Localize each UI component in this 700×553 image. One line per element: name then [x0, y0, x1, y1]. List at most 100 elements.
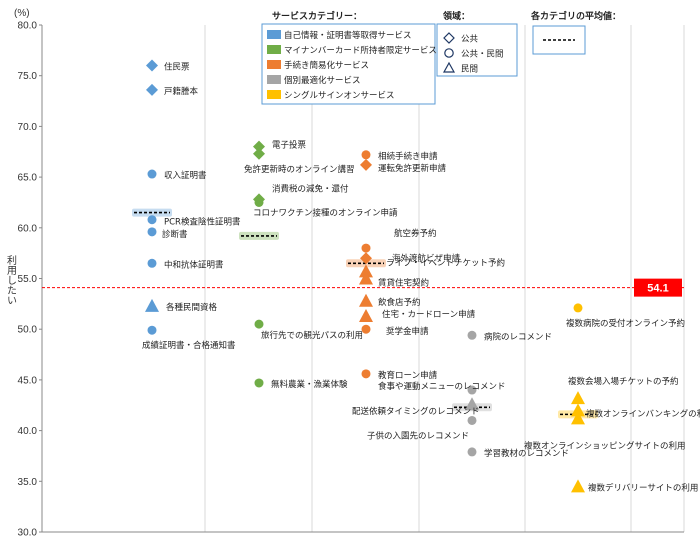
y-unit-label: (%): [14, 8, 30, 19]
category-legend-label: 自己情報・証明書等取得サービス: [284, 30, 412, 41]
data-point: [361, 324, 371, 334]
y-tick-label: 75.0: [18, 71, 38, 82]
data-point: [573, 303, 583, 313]
data-point: [361, 369, 371, 379]
data-point: [571, 403, 585, 417]
data-label: 奨学金申請: [386, 326, 429, 337]
category-legend-label: シングルサインオンサービス: [284, 90, 395, 101]
data-label: コロナワクチン接種のオンライン申請: [253, 207, 398, 218]
data-label: 住宅・カードローン申請: [382, 309, 476, 320]
y-tick-label: 30.0: [18, 528, 38, 539]
data-label: 複数デリバリーサイトの利用: [588, 482, 698, 493]
data-point: [147, 169, 157, 179]
data-point: [147, 325, 157, 335]
domain-legend-label: 公共・民間: [461, 50, 504, 60]
data-point: [254, 319, 264, 329]
data-label: 旅行先での観光パスの利用: [261, 330, 363, 341]
triangle-icon: [442, 61, 456, 73]
y-tick-label: 45.0: [18, 375, 38, 386]
gridlines: [41, 25, 685, 532]
axes: 30.0 35.0 40.0 45.0 50.0 55.0 60.0 65.0 70.0 75.0…: [18, 21, 684, 539]
category-legend-label: マイナンバーカード所持者限定サービス: [284, 45, 437, 56]
data-label: 複数病院の受付オンライン予約: [566, 318, 685, 329]
y-tick-label: 50.0: [18, 325, 38, 336]
data-point: [571, 391, 585, 405]
data-point: [361, 243, 371, 253]
domain-legend-label: 民間: [461, 65, 478, 75]
data-point: [467, 385, 477, 395]
data-label: 飲食店予約: [378, 297, 421, 308]
y-tick-label: 60.0: [18, 223, 38, 234]
y-tick-label: 40.0: [18, 426, 38, 437]
data-label: 食事や運動メニューのレコメンド: [378, 381, 506, 392]
data-label: PCR検査陰性証明書: [164, 217, 241, 228]
data-label: 配送依頼タイミングのレコメンド: [352, 406, 480, 417]
data-point: [146, 59, 158, 72]
data-label: 子供の入園先のレコメンド: [367, 430, 469, 441]
data-label: 中和抗体証明書: [164, 259, 224, 270]
diamond-icon: [443, 32, 455, 44]
y-axis-title: 利用したい: [5, 255, 17, 305]
y-tick-label: 55.0: [18, 274, 38, 285]
data-point: [254, 197, 264, 207]
category-legend-swatch: [267, 90, 281, 99]
data-point: [467, 415, 477, 425]
average-badge: [634, 278, 682, 297]
data-point: [465, 397, 479, 411]
domain-legend-box: [436, 23, 518, 77]
y-tick-label: 70.0: [18, 122, 38, 133]
data-label: 住民票: [164, 62, 190, 73]
data-label: 教育ローン申請: [378, 370, 438, 381]
overall-average-line: 54.1: [42, 278, 684, 297]
data-label: 複数オンラインショッピングサイトの利用: [524, 440, 686, 451]
data-label: ライブ・イベントチケット予約: [386, 257, 505, 268]
average-value-label: 54.1: [647, 283, 668, 295]
category-legend-swatch: [267, 45, 281, 54]
category-legend-swatch: [267, 30, 281, 39]
data-label: 戸籍謄本: [164, 86, 199, 97]
data-label: 各種民間資格: [166, 302, 218, 313]
data-label: 学習教材のレコメンド: [484, 448, 569, 459]
category-legend-box: [261, 23, 436, 105]
y-tick-label: 65.0: [18, 173, 38, 184]
category-legend-swatch: [267, 60, 281, 69]
data-label: 成績証明書・合格通知書: [142, 340, 236, 351]
data-point: [147, 215, 157, 225]
domain-legend-title: 領域：: [443, 10, 470, 22]
category-legend-label: 手続き簡易化サービス: [284, 60, 369, 71]
category-legend-title: サービスカテゴリー：: [272, 10, 362, 22]
data-points: [145, 59, 585, 493]
category-legend-swatch: [267, 75, 281, 84]
data-point: [147, 258, 157, 268]
data-point: [571, 479, 585, 493]
legend: サービスカテゴリー： 自己情報・証明書等取得サービスマイナンバーカード所持者限定サ…: [261, 10, 621, 105]
data-label: 相続手続き申請: [378, 151, 438, 162]
data-point: [147, 227, 157, 237]
data-point: [253, 140, 265, 153]
data-point: [253, 147, 265, 160]
data-point: [359, 264, 373, 278]
data-label: 消費税の減免・還付: [272, 183, 349, 194]
data-label: 収入証明書: [164, 170, 207, 181]
data-label: 運転免許更新申請: [378, 163, 447, 174]
data-point: [145, 298, 159, 312]
data-label: 病院のレコメンド: [484, 331, 552, 342]
data-point: [254, 378, 264, 388]
data-point: [467, 447, 477, 457]
data-label: 賃貸住宅契約: [378, 278, 429, 289]
data-point: [360, 158, 372, 171]
average-legend-title: 各カテゴリの平均値：: [530, 10, 621, 22]
domain-legend-label: 公共: [461, 35, 479, 45]
data-label: 航空券予約: [394, 228, 437, 239]
data-point: [359, 309, 373, 323]
category-legend-label: 個別最適化サービス: [284, 75, 361, 86]
y-tick-label: 35.0: [18, 477, 38, 488]
data-point: [360, 252, 372, 265]
data-point: [571, 411, 585, 425]
circle-icon: [444, 48, 454, 58]
data-label: 診断書: [162, 229, 188, 240]
data-label: 海外渡航ビザ申請: [392, 253, 461, 264]
y-tick-label: 80.0: [18, 21, 38, 32]
